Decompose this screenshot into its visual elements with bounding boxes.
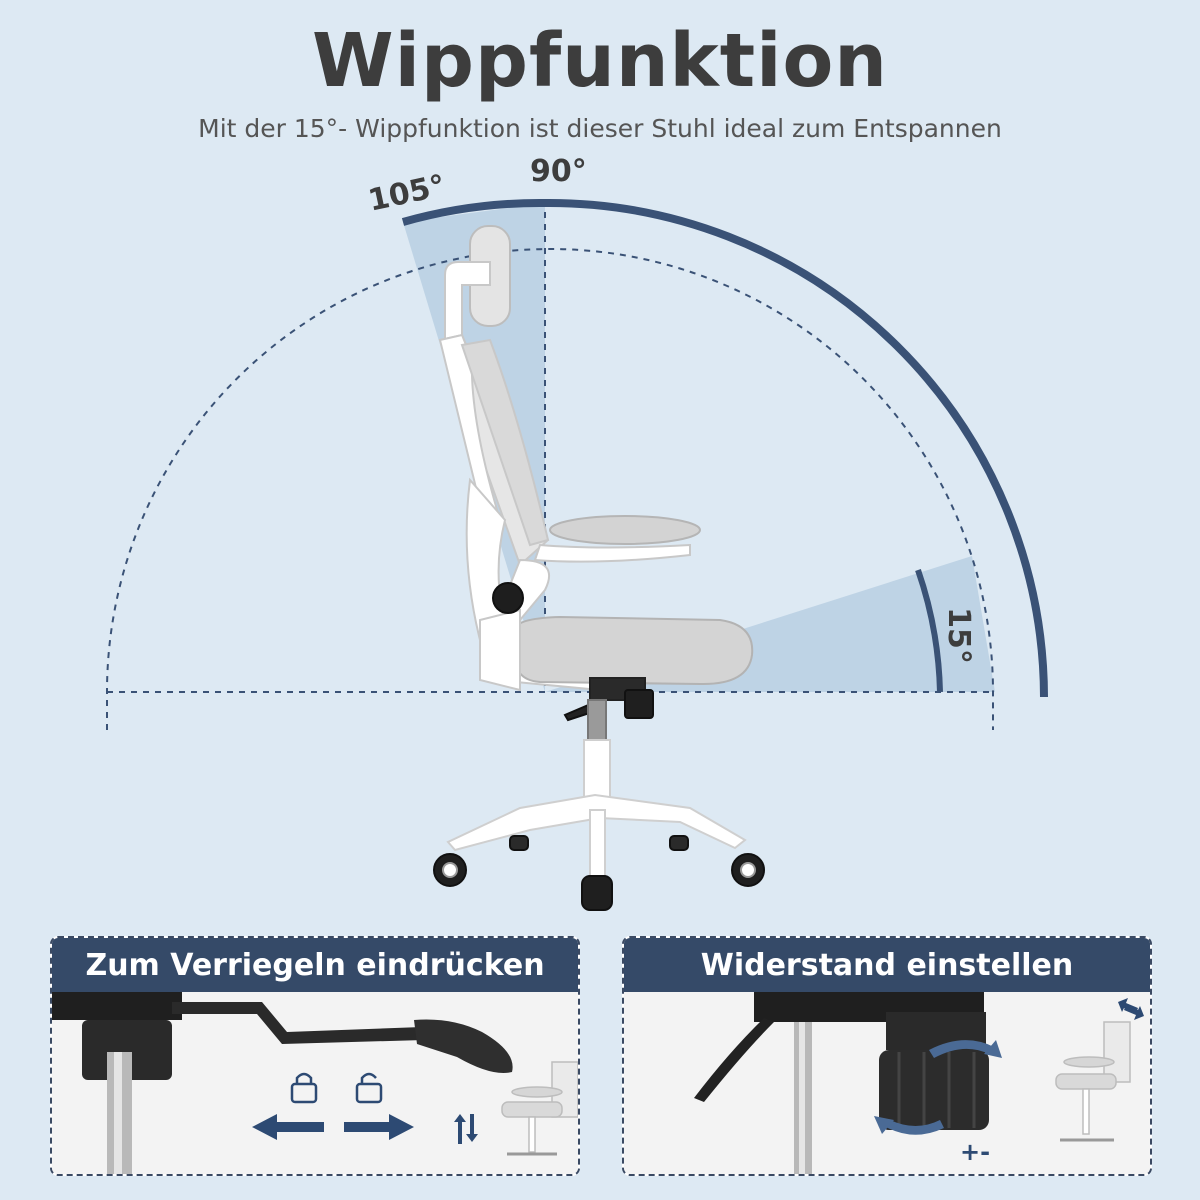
angle-label-15: 15° (940, 607, 976, 664)
lock-open-icon (355, 1072, 383, 1104)
resistance-panel-image: +- (624, 992, 1150, 1174)
mini-chair-thumbnail (501, 1061, 578, 1156)
tilt-arc (915, 569, 943, 693)
arrow-left-icon (252, 1114, 324, 1140)
arrow-right-icon (344, 1114, 414, 1140)
double-arrow-icon (1118, 998, 1144, 1020)
resistance-panel: Widerstand einstellen +- (622, 936, 1152, 1176)
angle-label-90: 90° (530, 154, 587, 189)
chair-diagram (106, 198, 1048, 911)
up-down-arrows-icon (454, 1114, 478, 1144)
mini-chair-thumbnail (1055, 1021, 1131, 1142)
lock-panel-title: Zum Verriegeln eindrücken (52, 938, 578, 992)
rotate-arrows-icon (874, 1040, 1002, 1135)
lock-closed-icon (290, 1072, 318, 1104)
dashed-reference-arc (106, 248, 994, 730)
adjust-label: +- (960, 1138, 990, 1166)
lock-panel-image (52, 992, 578, 1174)
recline-arc (401, 198, 1048, 698)
page-title: Wippfunktion (312, 18, 888, 104)
page-subtitle: Mit der 15°- Wippfunktion ist dieser Stu… (198, 114, 1002, 143)
office-chair (433, 225, 765, 911)
lock-panel: Zum Verriegeln eindrücken (50, 936, 580, 1176)
resistance-panel-title: Widerstand einstellen (624, 938, 1150, 992)
